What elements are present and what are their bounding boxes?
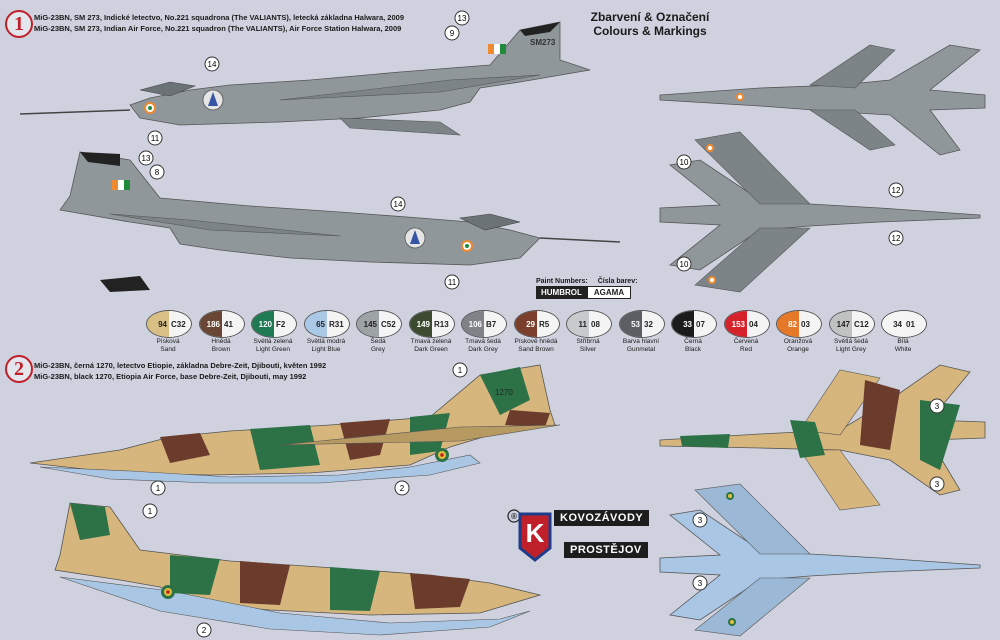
scheme-2-callouts: 1 1 2 3 3 1 2 3 3 [142,362,945,638]
logo-mark: K [526,518,545,548]
paint-numbers-header: Paint Numbers: Čísla barev: HUMBROL AGAM… [536,278,637,299]
agama-code: C52 [379,311,401,337]
scheme-1-side-view-left: SM273 [20,21,591,136]
humbrol-code: 29 [515,311,537,337]
scheme-1-caption-english: MiG-23BN, SM 273, Indian Air Force, No.2… [34,24,402,33]
logo-line-1: KOVOZÁVODY [554,510,650,526]
humbrol-label: HUMBROL [536,286,587,299]
svg-text:14: 14 [208,60,217,69]
humbrol-code: 94 [147,311,169,337]
svg-text:12: 12 [892,234,901,243]
title-czech: Zbarvení & Označení [590,10,710,24]
humbrol-code: 145 [357,311,379,337]
agama-label: AGAMA [586,286,632,299]
agama-code: 07 [694,311,716,337]
scheme-1-caption-czech: MiG-23BN, SM 273, Indické letectvo, No.2… [34,13,404,22]
svg-text:9: 9 [450,29,455,38]
agama-code: 41 [222,311,244,337]
paint-numbers-label: Paint Numbers: [536,278,588,285]
scheme-2-caption-czech: MiG-23BN, černá 1270, letectvo Etiopie, … [34,361,327,370]
scheme-1-plan-views [659,44,986,293]
agama-code: 32 [642,311,664,337]
scheme-2-caption-english: MiG-23BN, black 1270, Etiopia Air Force,… [34,372,307,381]
humbrol-code: 34 [882,311,904,337]
svg-text:3: 3 [935,402,940,411]
humbrol-code: 65 [305,311,327,337]
svg-text:14: 14 [394,200,403,209]
agama-code: 04 [747,311,769,337]
scheme-2-side-view-left: 1270 [29,364,561,484]
scheme-1-callouts: 13 9 14 11 13 8 14 11 10 12 12 10 [138,10,904,290]
humbrol-code: 153 [725,311,747,337]
agama-code: F2 [274,311,296,337]
agama-code: R5 [537,311,559,337]
svg-text:12: 12 [892,186,901,195]
agama-code: R13 [432,311,454,337]
agama-code: C12 [852,311,874,337]
svg-text:3: 3 [698,516,703,525]
scheme-2-caption: MiG-23BN, černá 1270, letectvo Etiopie, … [34,360,326,382]
humbrol-code: 11 [567,311,589,337]
agama-code: C32 [169,311,191,337]
agama-code: 01 [904,311,926,337]
scheme-1-number: 1 [5,10,33,38]
humbrol-code: 33 [672,311,694,337]
agama-code: 08 [589,311,611,337]
logo-k-icon: ® K [507,509,552,562]
scheme-2-number: 2 [5,355,33,383]
agama-code: 03 [799,311,821,337]
scheme-1-serial: SM273 [530,38,556,47]
svg-text:1: 1 [148,507,153,516]
scheme-1-side-view-right [59,151,620,292]
kovozavody-logo: ® K KOVOZÁVODY PROSTĚJOV [506,508,650,564]
svg-text:11: 11 [151,134,160,143]
svg-text:2: 2 [202,626,207,635]
svg-text:13: 13 [142,154,151,163]
svg-text:3: 3 [935,480,940,489]
svg-text:1: 1 [458,366,463,375]
svg-text:10: 10 [680,158,689,167]
agama-code: R31 [327,311,349,337]
page-title: Zbarvení & Označení Colours & Markings [560,10,740,38]
agama-code: B7 [484,311,506,337]
svg-text:3: 3 [698,579,703,588]
svg-text:8: 8 [155,168,160,177]
svg-text:1: 1 [156,484,161,493]
svg-text:13: 13 [458,14,467,23]
svg-text:11: 11 [448,278,457,287]
callout: 13 9 14 11 13 8 14 11 10 12 12 10 [138,10,904,290]
paint-numbers-label-czech: Čísla barev: [597,278,638,285]
humbrol-code: 82 [777,311,799,337]
scheme-2-serial: 1270 [495,388,513,397]
logo-line-2: PROSTĚJOV [564,542,648,558]
humbrol-code: 53 [620,311,642,337]
svg-text:2: 2 [400,484,405,493]
humbrol-code: 106 [462,311,484,337]
svg-text:10: 10 [680,260,689,269]
humbrol-code: 120 [252,311,274,337]
humbrol-code: 149 [410,311,432,337]
registered-mark: ® [511,512,517,521]
humbrol-code: 147 [830,311,852,337]
scheme-1-caption: MiG-23BN, SM 273, Indické letectvo, No.2… [34,12,404,34]
scheme-2-plan-views [659,364,986,637]
humbrol-code: 186 [200,311,222,337]
title-english: Colours & Markings [593,24,707,38]
scheme-2-side-view-right [54,502,542,636]
